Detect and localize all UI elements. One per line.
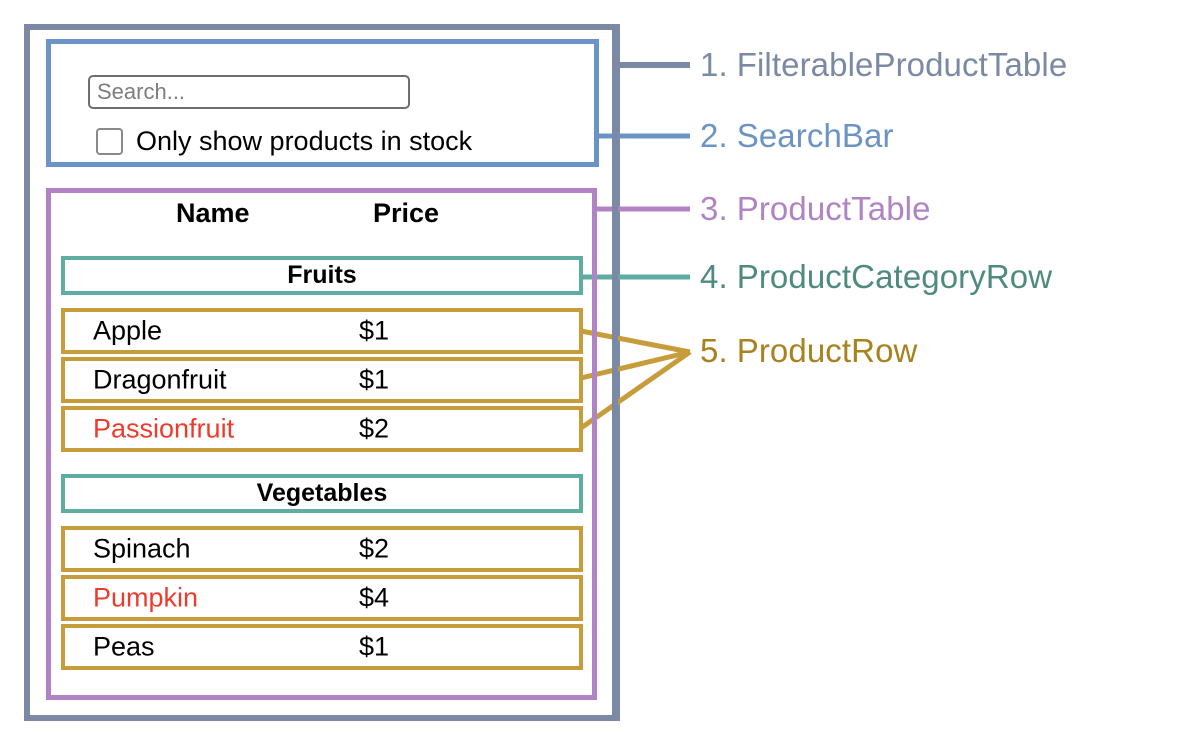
legend-item-search-bar: 2. SearchBar [700,117,894,155]
product-category-label: Vegetables [256,479,388,507]
legend: 1. FilterableProductTable 2. SearchBar 3… [700,0,1200,744]
product-price: $1 [359,631,390,662]
legend-number: 2. [700,117,728,154]
product-row: Pumpkin $4 [61,575,583,621]
only-in-stock-label: Only show products in stock [136,126,473,156]
legend-label: ProductTable [736,190,931,227]
product-name: Apple [93,315,163,346]
filterable-product-table-frame [24,24,618,721]
product-category-label: Fruits [287,261,357,289]
only-in-stock-checkbox[interactable] [96,128,123,155]
legend-label: ProductCategoryRow [736,258,1053,295]
product-row: Apple $1 [61,308,583,354]
column-header-price: Price [373,198,440,228]
product-name: Spinach [93,533,191,564]
product-name: Peas [93,631,155,662]
product-row: Spinach $2 [61,526,583,572]
legend-item-product-row: 5. ProductRow [700,332,917,370]
product-table-header: Name Price [61,198,583,240]
product-price: $2 [359,413,390,444]
search-bar-frame [46,39,599,167]
product-price: $4 [359,582,390,613]
legend-number: 3. [700,190,728,227]
legend-label: FilterableProductTable [736,46,1068,83]
product-name: Dragonfruit [93,364,227,395]
column-header-name: Name [176,198,250,228]
product-price: $1 [359,364,390,395]
legend-number: 4. [700,258,728,295]
product-category-row: Vegetables [61,474,583,513]
product-row: Peas $1 [61,624,583,670]
product-table-frame [46,188,597,700]
product-name: Passionfruit [93,413,235,444]
legend-number: 5. [700,332,728,369]
product-name: Pumpkin [93,582,199,613]
legend-item-product-table: 3. ProductTable [700,190,931,228]
product-price: $2 [359,533,390,564]
product-category-row: Fruits [61,256,583,295]
product-price: $1 [359,315,390,346]
legend-label: SearchBar [736,117,894,154]
product-row: Passionfruit $2 [61,406,583,452]
legend-item-product-category-row: 4. ProductCategoryRow [700,258,1052,296]
in-stock-filter-row[interactable]: Only show products in stock [96,126,472,157]
legend-number: 1. [700,46,728,83]
product-row: Dragonfruit $1 [61,357,583,403]
legend-item-filterable-product-table: 1. FilterableProductTable [700,46,1067,84]
legend-label: ProductRow [736,332,918,369]
search-input[interactable] [88,75,410,109]
